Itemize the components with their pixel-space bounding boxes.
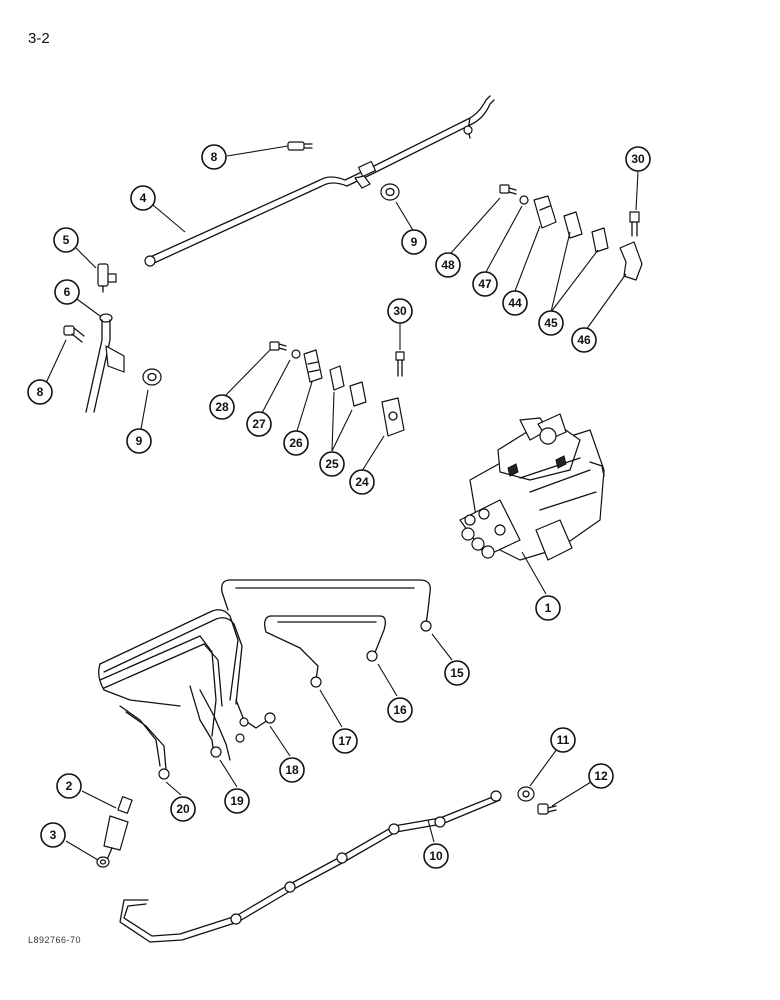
svg-text:46: 46 — [577, 333, 591, 347]
callout-6: 6 — [54, 279, 80, 305]
callout-26: 26 — [283, 430, 309, 456]
svg-text:45: 45 — [544, 316, 558, 330]
injector-lines-parts-15-20 — [98, 579, 432, 780]
svg-text:47: 47 — [478, 277, 492, 291]
svg-text:6: 6 — [64, 285, 71, 299]
svg-text:9: 9 — [411, 235, 418, 249]
svg-text:30: 30 — [631, 152, 645, 166]
svg-text:8: 8 — [211, 150, 218, 164]
callout-2: 2 — [56, 773, 82, 799]
injector-part-2 — [103, 796, 133, 863]
fitting-part-5 — [97, 263, 117, 293]
svg-text:19: 19 — [230, 794, 244, 808]
svg-text:3: 3 — [50, 828, 57, 842]
svg-text:2: 2 — [66, 779, 73, 793]
callout-48: 48 — [435, 252, 461, 278]
svg-text:4: 4 — [140, 191, 147, 205]
callout-8-left: 8 — [27, 379, 53, 405]
callout-15: 15 — [444, 660, 470, 686]
callout-9-left: 9 — [126, 428, 152, 454]
callout-24: 24 — [349, 469, 375, 495]
callout-44: 44 — [502, 290, 528, 316]
bolt-part-8-top — [287, 141, 313, 151]
callout-45: 45 — [538, 310, 564, 336]
svg-text:15: 15 — [450, 666, 464, 680]
callout-16: 16 — [387, 697, 413, 723]
svg-text:16: 16 — [393, 703, 407, 717]
callout-5: 5 — [53, 227, 79, 253]
clamp-hardware-set-44-48 — [499, 184, 643, 281]
callout-18: 18 — [279, 757, 305, 783]
svg-text:5: 5 — [63, 233, 70, 247]
svg-text:8: 8 — [37, 385, 44, 399]
svg-text:10: 10 — [429, 849, 443, 863]
callout-12: 12 — [588, 763, 614, 789]
callout-9-top: 9 — [401, 229, 427, 255]
callout-30-top: 30 — [625, 146, 651, 172]
callout-10: 10 — [423, 843, 449, 869]
callout-28: 28 — [209, 394, 235, 420]
svg-text:12: 12 — [594, 769, 608, 783]
callout-47: 47 — [472, 271, 498, 297]
svg-text:1: 1 — [545, 601, 552, 615]
svg-text:26: 26 — [289, 436, 303, 450]
injection-pump-part-1 — [459, 413, 605, 561]
callout-27: 27 — [246, 411, 272, 437]
callout-17: 17 — [332, 728, 358, 754]
callouts: 1 2 3 4 5 6 8 8 9 9 10 11 12 15 16 17 18… — [27, 144, 651, 869]
svg-text:9: 9 — [136, 434, 143, 448]
callout-20: 20 — [170, 796, 196, 822]
bolt-part-12 — [537, 803, 557, 815]
leak-off-pipe-part-10 — [119, 790, 502, 943]
svg-text:18: 18 — [285, 763, 299, 777]
svg-text:24: 24 — [355, 475, 369, 489]
callout-3: 3 — [40, 822, 66, 848]
callout-30-mid: 30 — [387, 298, 413, 324]
svg-text:28: 28 — [215, 400, 229, 414]
clamp-hardware-set-24-28 — [269, 341, 405, 437]
return-line-part-4 — [144, 95, 495, 267]
pipe-part-6 — [85, 313, 125, 413]
callout-8-top: 8 — [201, 144, 227, 170]
leader-lines — [45, 145, 639, 861]
grommet-part-9-left — [142, 368, 162, 386]
svg-text:11: 11 — [557, 733, 570, 747]
svg-text:17: 17 — [338, 734, 352, 748]
svg-text:20: 20 — [176, 802, 190, 816]
clip-part-11 — [517, 786, 535, 802]
page-number: 3-2 — [28, 30, 50, 47]
callout-11: 11 — [550, 727, 576, 753]
svg-text:25: 25 — [325, 457, 339, 471]
svg-text:30: 30 — [393, 304, 407, 318]
bolt-part-8-left — [63, 325, 85, 343]
callout-46: 46 — [571, 327, 597, 353]
reference-code: L892766-70 — [28, 935, 82, 945]
callout-1: 1 — [535, 595, 561, 621]
svg-text:44: 44 — [508, 296, 522, 310]
washer-part-3 — [96, 856, 110, 868]
grommet-part-9-top — [380, 183, 400, 201]
svg-text:48: 48 — [441, 258, 455, 272]
callout-25: 25 — [319, 451, 345, 477]
callout-4: 4 — [130, 185, 156, 211]
callout-19: 19 — [224, 788, 250, 814]
svg-text:27: 27 — [252, 417, 266, 431]
